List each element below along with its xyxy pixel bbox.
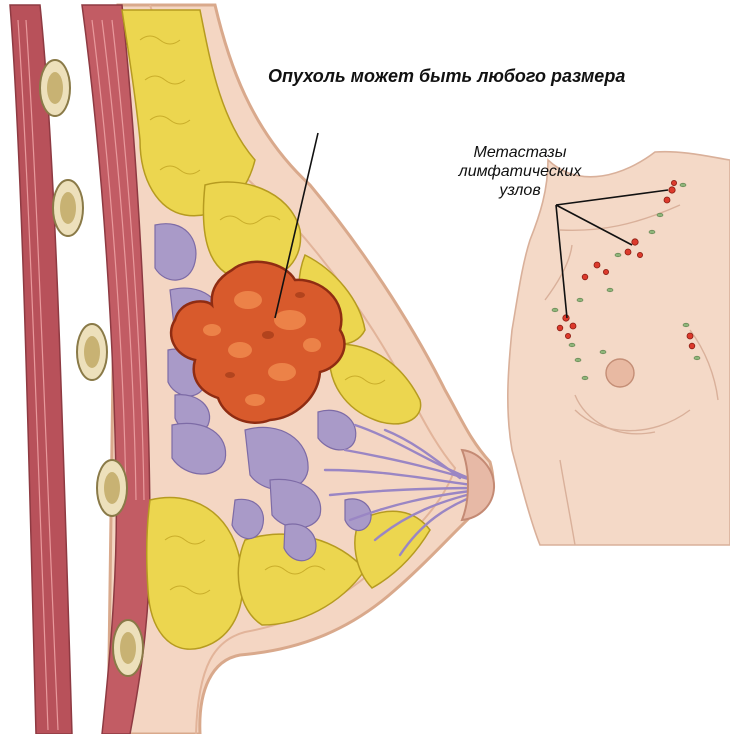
chest-muscle-outer (10, 5, 72, 734)
metastases-label-line-1: Метастазы (420, 143, 620, 162)
metastases-label-line-3: узлов (420, 181, 620, 200)
metastases-label: Метастазы лимфатических узлов (420, 143, 620, 200)
metastases-label-line-2: лимфатических (420, 162, 620, 181)
breast-cross-section (10, 5, 494, 734)
torso-nipple (606, 359, 634, 387)
torso-skin (508, 152, 730, 545)
tumor-label: Опухоль может быть любого размера (268, 66, 625, 87)
torso-illustration (508, 152, 730, 545)
